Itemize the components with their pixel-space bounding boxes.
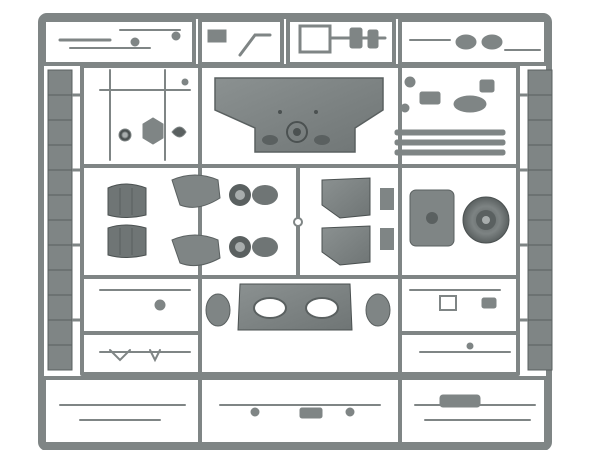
frame-bottom [42,376,548,446]
hull-plate-top [214,77,384,153]
upper-right-parts [394,76,506,156]
track-links-right [518,69,553,371]
sprocket-parts [229,184,303,258]
upper-left-parts [99,69,191,161]
bottom-frame-parts [59,394,536,421]
hull-plate-lower [205,283,391,331]
fender-parts [171,174,221,267]
top-row-parts [58,24,541,57]
track-links-left [47,69,82,371]
wheel-halves [107,183,147,258]
armor-plates-mid [321,177,510,266]
lower-right-parts [409,289,511,353]
lower-left-parts [99,289,191,363]
frame-inner [80,64,520,376]
frame-top-left-cell [42,18,196,66]
sprue-frame [38,13,552,450]
